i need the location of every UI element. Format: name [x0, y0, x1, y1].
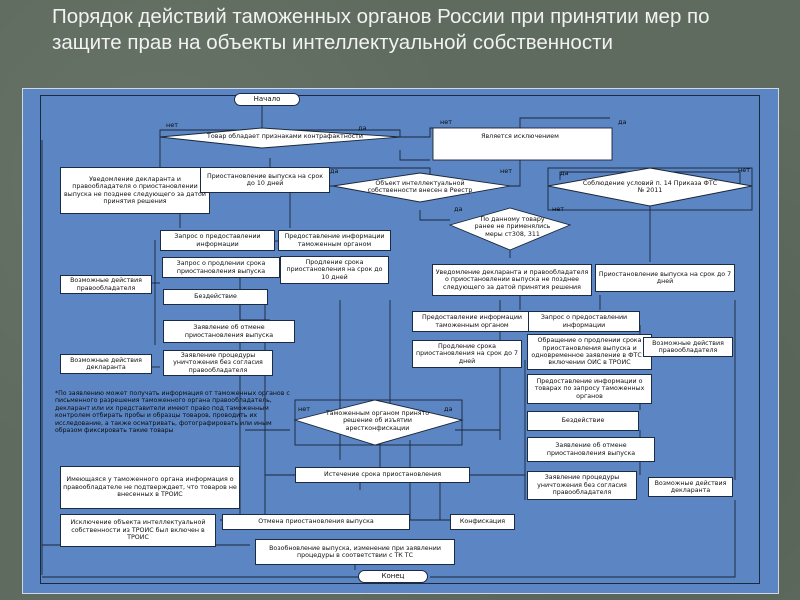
expire-suspension: Истечение срока приостановления [295, 467, 470, 483]
end-node: Конец [358, 570, 428, 583]
request-extend-left: Запрос о продлении срока приостановления… [162, 257, 280, 278]
extend-10-days: Продление срока приостановления на срок … [280, 256, 389, 284]
suspend-release-7-days: Приостановление выпуска на срок до 7 дне… [595, 264, 735, 292]
cancel-suspension: Отмена приостановления выпуска [222, 514, 410, 530]
suspend-release-10-days: Приостановление выпуска на срок до 10 дн… [200, 167, 330, 193]
cancel-application-right: Заявление об отмене приостановления выпу… [527, 437, 655, 462]
decision-seizure: Таможенным органом принято решение об из… [325, 409, 430, 432]
footnote-text: *По заявлению может получать информация … [55, 390, 290, 435]
decision-signs: Товар обладает признаками контрафактност… [207, 133, 363, 141]
edge-label-yes: да [330, 167, 339, 175]
extend-7-days: Продление срока приостановления на срок … [412, 340, 522, 368]
edge-label-yes: да [358, 124, 367, 132]
edge-label-no: нет [166, 121, 179, 129]
flowchart-frame [40, 95, 760, 584]
notify-declarant-right: Уведомление декларанта и правообладателя… [432, 264, 592, 296]
start-node: Начало [234, 93, 300, 106]
edge-label-no: нет [552, 205, 565, 213]
decision-applied-measures: По данному товару ранее не применялись м… [474, 215, 551, 238]
edge-label-yes: да [454, 205, 463, 213]
request-info-right: Запрос о предоставлении информации [528, 311, 640, 332]
inaction-left: Бездействие [163, 289, 268, 305]
edge-label-no: нет [500, 167, 513, 175]
notify-declarant-left: Уведомление декларанта и правообладателя… [60, 167, 210, 214]
resume-release: Возобновление выпуска, изменение при зая… [255, 539, 455, 565]
request-extend-troip: Обращение о продлении срока приостановле… [527, 334, 652, 370]
destroy-procedure-right: Заявление процедуры уничтожения без согл… [527, 471, 637, 500]
provide-info-top: Предоставление информации таможенным орг… [278, 230, 391, 251]
exclude-object-troip: Исключение объекта интеллектуальной собс… [60, 514, 216, 547]
page-title: Порядок действий таможенных органов Росс… [52, 5, 710, 54]
inaction-right: Бездействие [527, 411, 639, 431]
edge-label-yes: да [444, 405, 453, 413]
rights-holder-options-left: Возможные действия правообладателя [60, 275, 152, 294]
cancel-application-left: Заявление об отмене приостановления выпу… [163, 320, 295, 343]
declarant-options-left: Возможные действия декларанта [60, 354, 152, 374]
edge-label-no: нет [440, 118, 453, 126]
confiscation: Конфискация [450, 514, 515, 530]
edge-label-no: нет [298, 405, 311, 413]
destroy-procedure-left: Заявление процедуры уничтожения без согл… [163, 350, 273, 376]
provide-samples-info: Предоставление информации о товарах по з… [527, 374, 652, 404]
customs-info-available: Имеющаяся у таможенного органа информаци… [60, 466, 240, 509]
declarant-options-right: Возможные действия декларанта [648, 477, 733, 497]
rights-holder-options-right: Возможные действия правообладателя [643, 337, 733, 357]
edge-label-no: нет [738, 166, 751, 174]
edge-label-yes: да [560, 169, 569, 177]
decision-rules: Соблюдение условий п. 14 Приказа ФТС № 2… [582, 179, 718, 194]
decision-exception: Является исключением [481, 133, 559, 141]
edge-label-yes: да [618, 118, 627, 126]
decision-object-registry: Объект интеллектуальной собственности вн… [367, 179, 473, 194]
request-info-top-left: Запрос о предоставлении информации [160, 230, 275, 251]
provide-info-right: Предоставление информации таможенным орг… [412, 311, 532, 332]
